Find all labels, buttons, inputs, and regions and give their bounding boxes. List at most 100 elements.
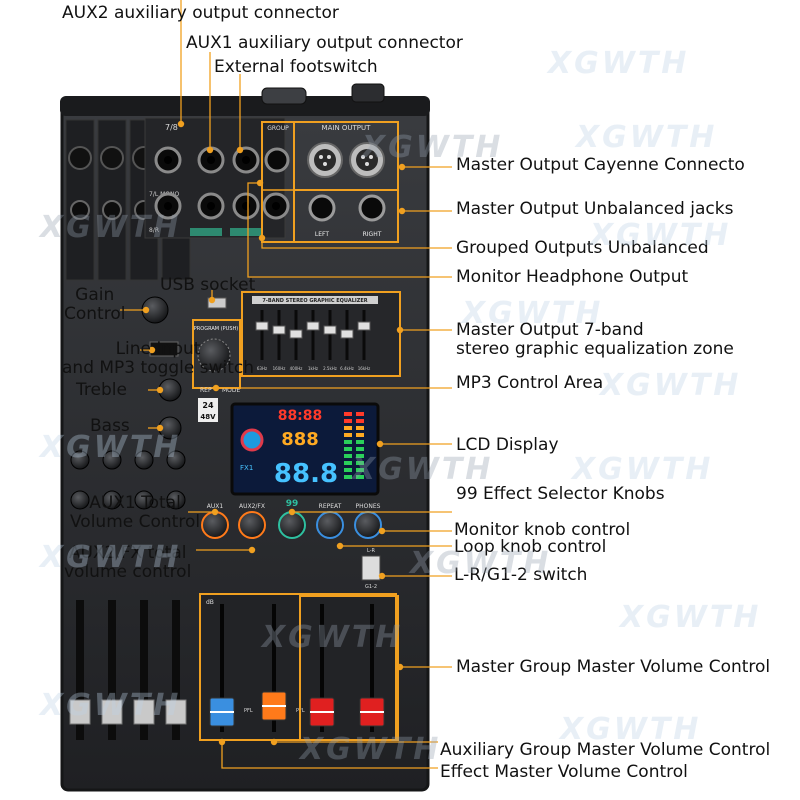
callout-label-aux1-out: AUX1 auxiliary output connector	[186, 33, 463, 53]
group-jack	[264, 147, 290, 173]
channel-knob	[134, 450, 154, 470]
jack-hole	[207, 202, 215, 210]
eq-slider-track	[328, 310, 332, 360]
master-fader-cap-line	[310, 711, 334, 713]
callout-dot	[212, 384, 220, 392]
callout-label-aux1-total: AUX1 Total Volume Control	[70, 493, 201, 532]
callout-dot	[378, 572, 386, 580]
callout-label-usb: USB socket	[160, 275, 256, 295]
control-knob	[238, 511, 266, 539]
r-label: 8/R	[149, 227, 159, 234]
callout-dot	[398, 207, 406, 215]
lcd-level-meter-segment	[344, 447, 352, 451]
eq-title: 7-BAND STEREO GRAPHIC EQUALIZER	[262, 298, 367, 304]
badge-48: 48V	[200, 413, 216, 421]
watermark-text: XGWTH	[352, 452, 494, 487]
callout-dot	[236, 146, 244, 154]
callout-dot	[156, 386, 164, 394]
watermark-text: XGWTH	[572, 452, 714, 487]
badge-24: 24	[202, 401, 214, 410]
callout-label-footswitch: External footswitch	[214, 57, 378, 77]
callout-dot	[177, 120, 185, 128]
watermark-text: XGWTH	[300, 732, 442, 767]
eq-slider-cap	[272, 325, 286, 335]
channel-fader-track	[76, 600, 84, 740]
xlr-pin	[365, 162, 369, 166]
knob-label: AUX1	[207, 503, 224, 510]
eq-slider-cap	[306, 321, 320, 331]
callout-dot	[376, 440, 384, 448]
master-fader-cap-line	[210, 711, 234, 713]
watermark-text: XGWTH	[40, 210, 182, 245]
eq-slider-track	[362, 310, 366, 360]
watermark-text: XGWTH	[362, 130, 504, 165]
callout-label-gain: Gain Control	[64, 285, 126, 324]
callout-label-eq-zone: Master Output 7-band stereo graphic equa…	[456, 320, 734, 359]
lcd-level-meter-segment	[344, 461, 352, 465]
lcd-level-meter-segment	[356, 426, 364, 430]
lcd-level-meter-segment	[344, 426, 352, 430]
lr-g12-switch	[361, 555, 381, 581]
eq-slider-cap	[357, 321, 371, 331]
callout-label-master-unbal: Master Output Unbalanced jacks	[456, 199, 734, 219]
callout-label-aux2fx-total: AUX2.FX total volume control	[64, 543, 192, 582]
switch-g12-label: G1-2	[365, 584, 377, 590]
xlr-input-jack	[68, 146, 92, 170]
eq-frequency-label: 400Hz	[290, 366, 303, 371]
eq-frequency-label: 160Hz	[273, 366, 286, 371]
eq-frequency-label: 16kHz	[358, 366, 371, 371]
master-fader-track	[370, 604, 374, 732]
eq-zone-box	[241, 291, 401, 377]
watermark-text: XGWTH	[40, 430, 182, 465]
eq-frequency-label: 6.4kHz	[340, 366, 354, 371]
channel-knob	[70, 490, 90, 510]
callout-dot	[206, 146, 214, 154]
callout-dot	[398, 163, 406, 171]
watermark-text: XGWTH	[576, 120, 718, 155]
eq-slider-cap	[289, 329, 303, 339]
callout-dot	[156, 424, 164, 432]
watermark-text: XGWTH	[462, 296, 604, 331]
callout-label-grouped-unbal: Grouped Outputs Unbalanced	[456, 238, 709, 258]
callout-label-aux2-out: AUX2 auxiliary output connector	[62, 3, 339, 23]
lcd-level-meter-segment	[356, 468, 364, 472]
xlr-pin	[361, 155, 365, 159]
channel-knob	[166, 490, 186, 510]
callout-label-mp3-area: MP3 Control Area	[456, 373, 604, 393]
callout-dot	[208, 296, 216, 304]
lcd-level-meter-segment	[344, 475, 352, 479]
jack-hole	[207, 156, 215, 164]
master-fader-track	[220, 604, 224, 732]
lcd-fx-label: FX1	[240, 464, 253, 472]
watermark-text: XGWTH	[590, 218, 732, 253]
footswitch-handle	[261, 87, 307, 105]
lcd-level-meter-segment	[356, 454, 364, 458]
channel-fader-cap	[69, 699, 91, 725]
channel-knob	[102, 490, 122, 510]
callout-label-monitor-headphone: Monitor Headphone Output	[456, 267, 689, 287]
eq-frequency-label: 1kHz	[308, 366, 318, 371]
channel-knob	[166, 450, 186, 470]
xlr-output-core	[356, 149, 378, 171]
spec-badge	[198, 398, 218, 422]
xlr-pin	[323, 162, 327, 166]
xlr-pin	[319, 155, 323, 159]
xlr-pin	[369, 155, 373, 159]
callout-dot	[336, 542, 344, 550]
jack-hole	[164, 202, 172, 210]
channel-fader-cap	[133, 699, 155, 725]
right-label: RIGHT	[363, 231, 382, 238]
channel-fader-cap	[165, 699, 187, 725]
control-knob	[354, 511, 382, 539]
callout-dot	[142, 306, 150, 314]
callout-label-line-mp3: Line Input and MP3 toggle switch	[62, 339, 255, 378]
headphone-box	[261, 189, 295, 243]
callout-label-effect-master: Effect Master Volume Control	[440, 762, 688, 782]
watermark-text: XGWTH	[262, 620, 404, 655]
master-fader-track	[272, 604, 276, 732]
lcd-disc-icon	[240, 428, 264, 452]
line-input-jack	[102, 200, 122, 220]
lcd-level-meter-segment	[356, 419, 364, 423]
line-input-jack	[70, 200, 90, 220]
